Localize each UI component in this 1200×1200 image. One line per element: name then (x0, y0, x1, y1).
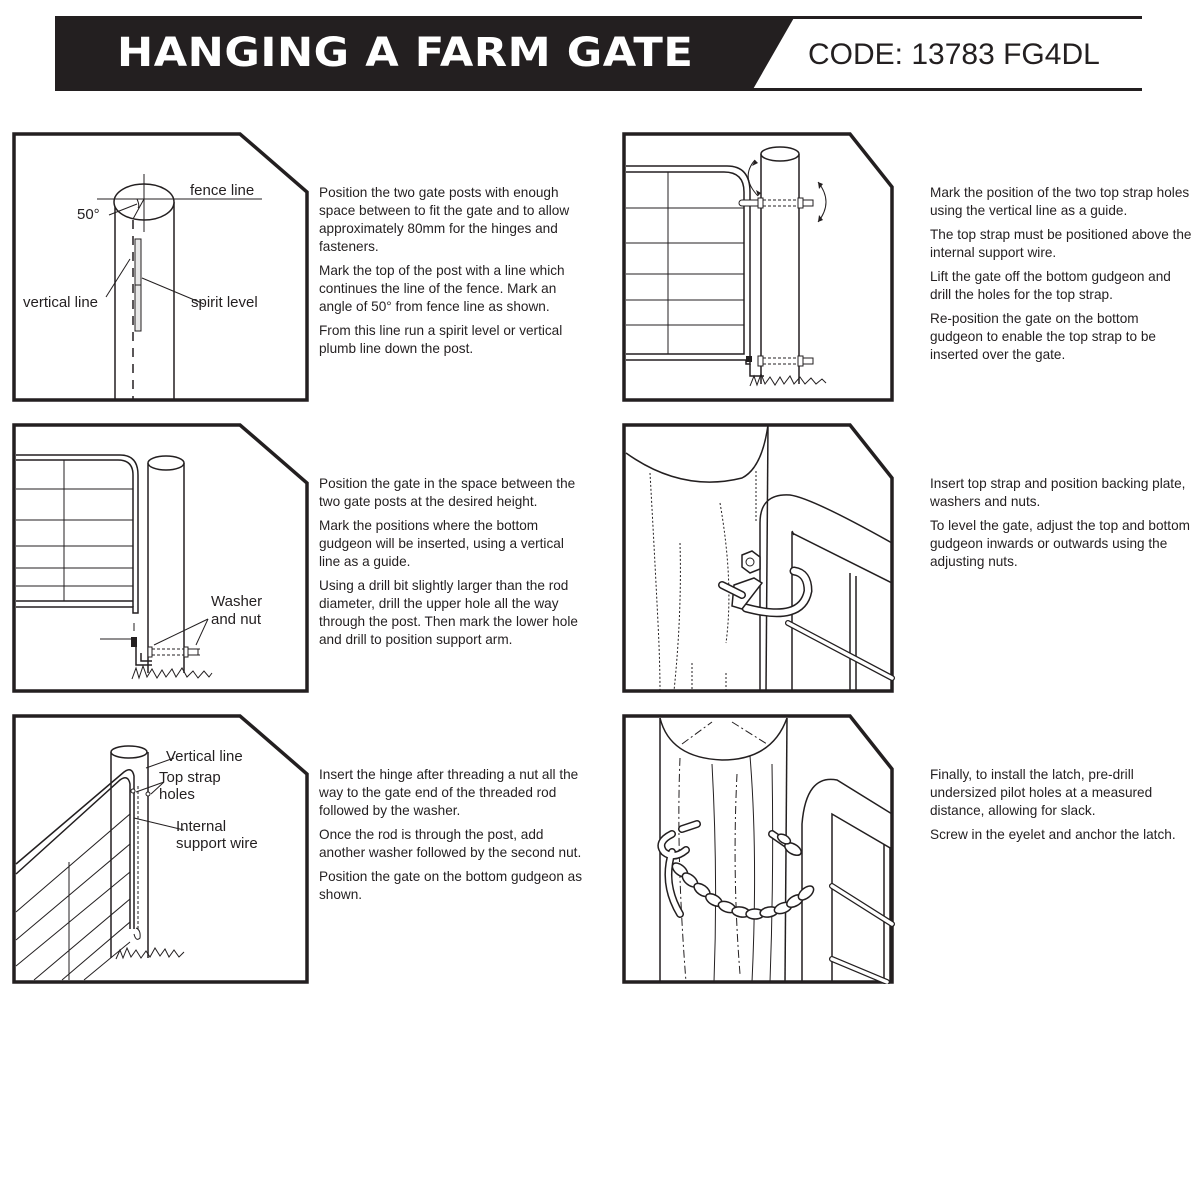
step-1-paragraph: Position the two gate posts with enough … (319, 185, 570, 254)
washer-nut-label-line1: Washer (211, 593, 263, 610)
step-2-illustration: Washer and nut (12, 423, 309, 693)
step-4-paragraph: Lift the gate off the bottom gudgeon and… (930, 269, 1171, 302)
step-4-paragraph: Mark the position of the two top strap h… (930, 185, 1190, 218)
step-3-illustration: Vertical line Top strap holes Internal s… (12, 714, 309, 984)
step-5-paragraph: To level the gate, adjust the top and bo… (930, 518, 1190, 569)
vertical-line-label: vertical line (23, 294, 99, 311)
step-6-paragraph: Finally, to install the latch, pre-drill… (930, 767, 1153, 818)
step-1-illustration: 50° fence line vertical line spirit leve… (12, 132, 309, 402)
product-code: CODE: 13783 FG4DL (808, 38, 1100, 71)
step-4-paragraph: The top strap must be positioned above t… (930, 227, 1192, 260)
step-3-paragraph: Insert the hinge after threading a nut a… (319, 767, 579, 818)
step-5-illustration (622, 423, 919, 693)
spirit-level-label: spirit level (191, 294, 258, 311)
washer-nut-label-line2: and nut (211, 611, 262, 628)
step-6-description: Finally, to install the latch, pre-drill… (930, 766, 1195, 850)
step-2-paragraph: Using a drill bit slightly larger than t… (319, 578, 578, 647)
step-2-description: Position the gate in the space between t… (319, 475, 584, 655)
top-strap-label-line1: Top strap (159, 769, 221, 786)
step-2-paragraph: Mark the positions where the bottom gudg… (319, 518, 564, 569)
step-6-illustration (622, 714, 919, 984)
support-wire-label-line1: Internal (176, 818, 227, 835)
step-1-description: Position the two gate posts with enough … (319, 184, 584, 364)
step-6-paragraph: Screw in the eyelet and anchor the latch… (930, 827, 1176, 842)
step-4-illustration (622, 132, 919, 402)
step-3-paragraph: Once the rod is through the post, add an… (319, 827, 582, 860)
page-title: HANGING A FARM GATE (117, 30, 694, 76)
step-4-description: Mark the position of the two top strap h… (930, 184, 1195, 370)
step-3-paragraph: Position the gate on the bottom gudgeon … (319, 869, 583, 902)
banner-bottom-rule (55, 88, 1142, 91)
step-5-description: Insert top strap and position backing pl… (930, 475, 1195, 577)
step-2-paragraph: Position the gate in the space between t… (319, 476, 576, 509)
header-banner: HANGING A FARM GATE CODE: 13783 FG4DL (55, 16, 1142, 91)
step-4-paragraph: Re-position the gate on the bottom gudge… (930, 311, 1156, 362)
fence-line-label: fence line (190, 182, 255, 199)
support-wire-label-line2: support wire (176, 835, 258, 852)
angle-label: 50° (77, 206, 100, 223)
step-3-description: Insert the hinge after threading a nut a… (319, 766, 584, 910)
step-1-paragraph: From this line run a spirit level or ver… (319, 323, 563, 356)
vertical-line-label: Vertical line (166, 748, 243, 765)
step-1-paragraph: Mark the top of the post with a line whi… (319, 263, 565, 314)
step-5-paragraph: Insert top strap and position backing pl… (930, 476, 1186, 509)
top-strap-label-line2: holes (159, 786, 195, 803)
banner-top-rule (55, 16, 1142, 19)
banner-black-band (55, 16, 795, 91)
